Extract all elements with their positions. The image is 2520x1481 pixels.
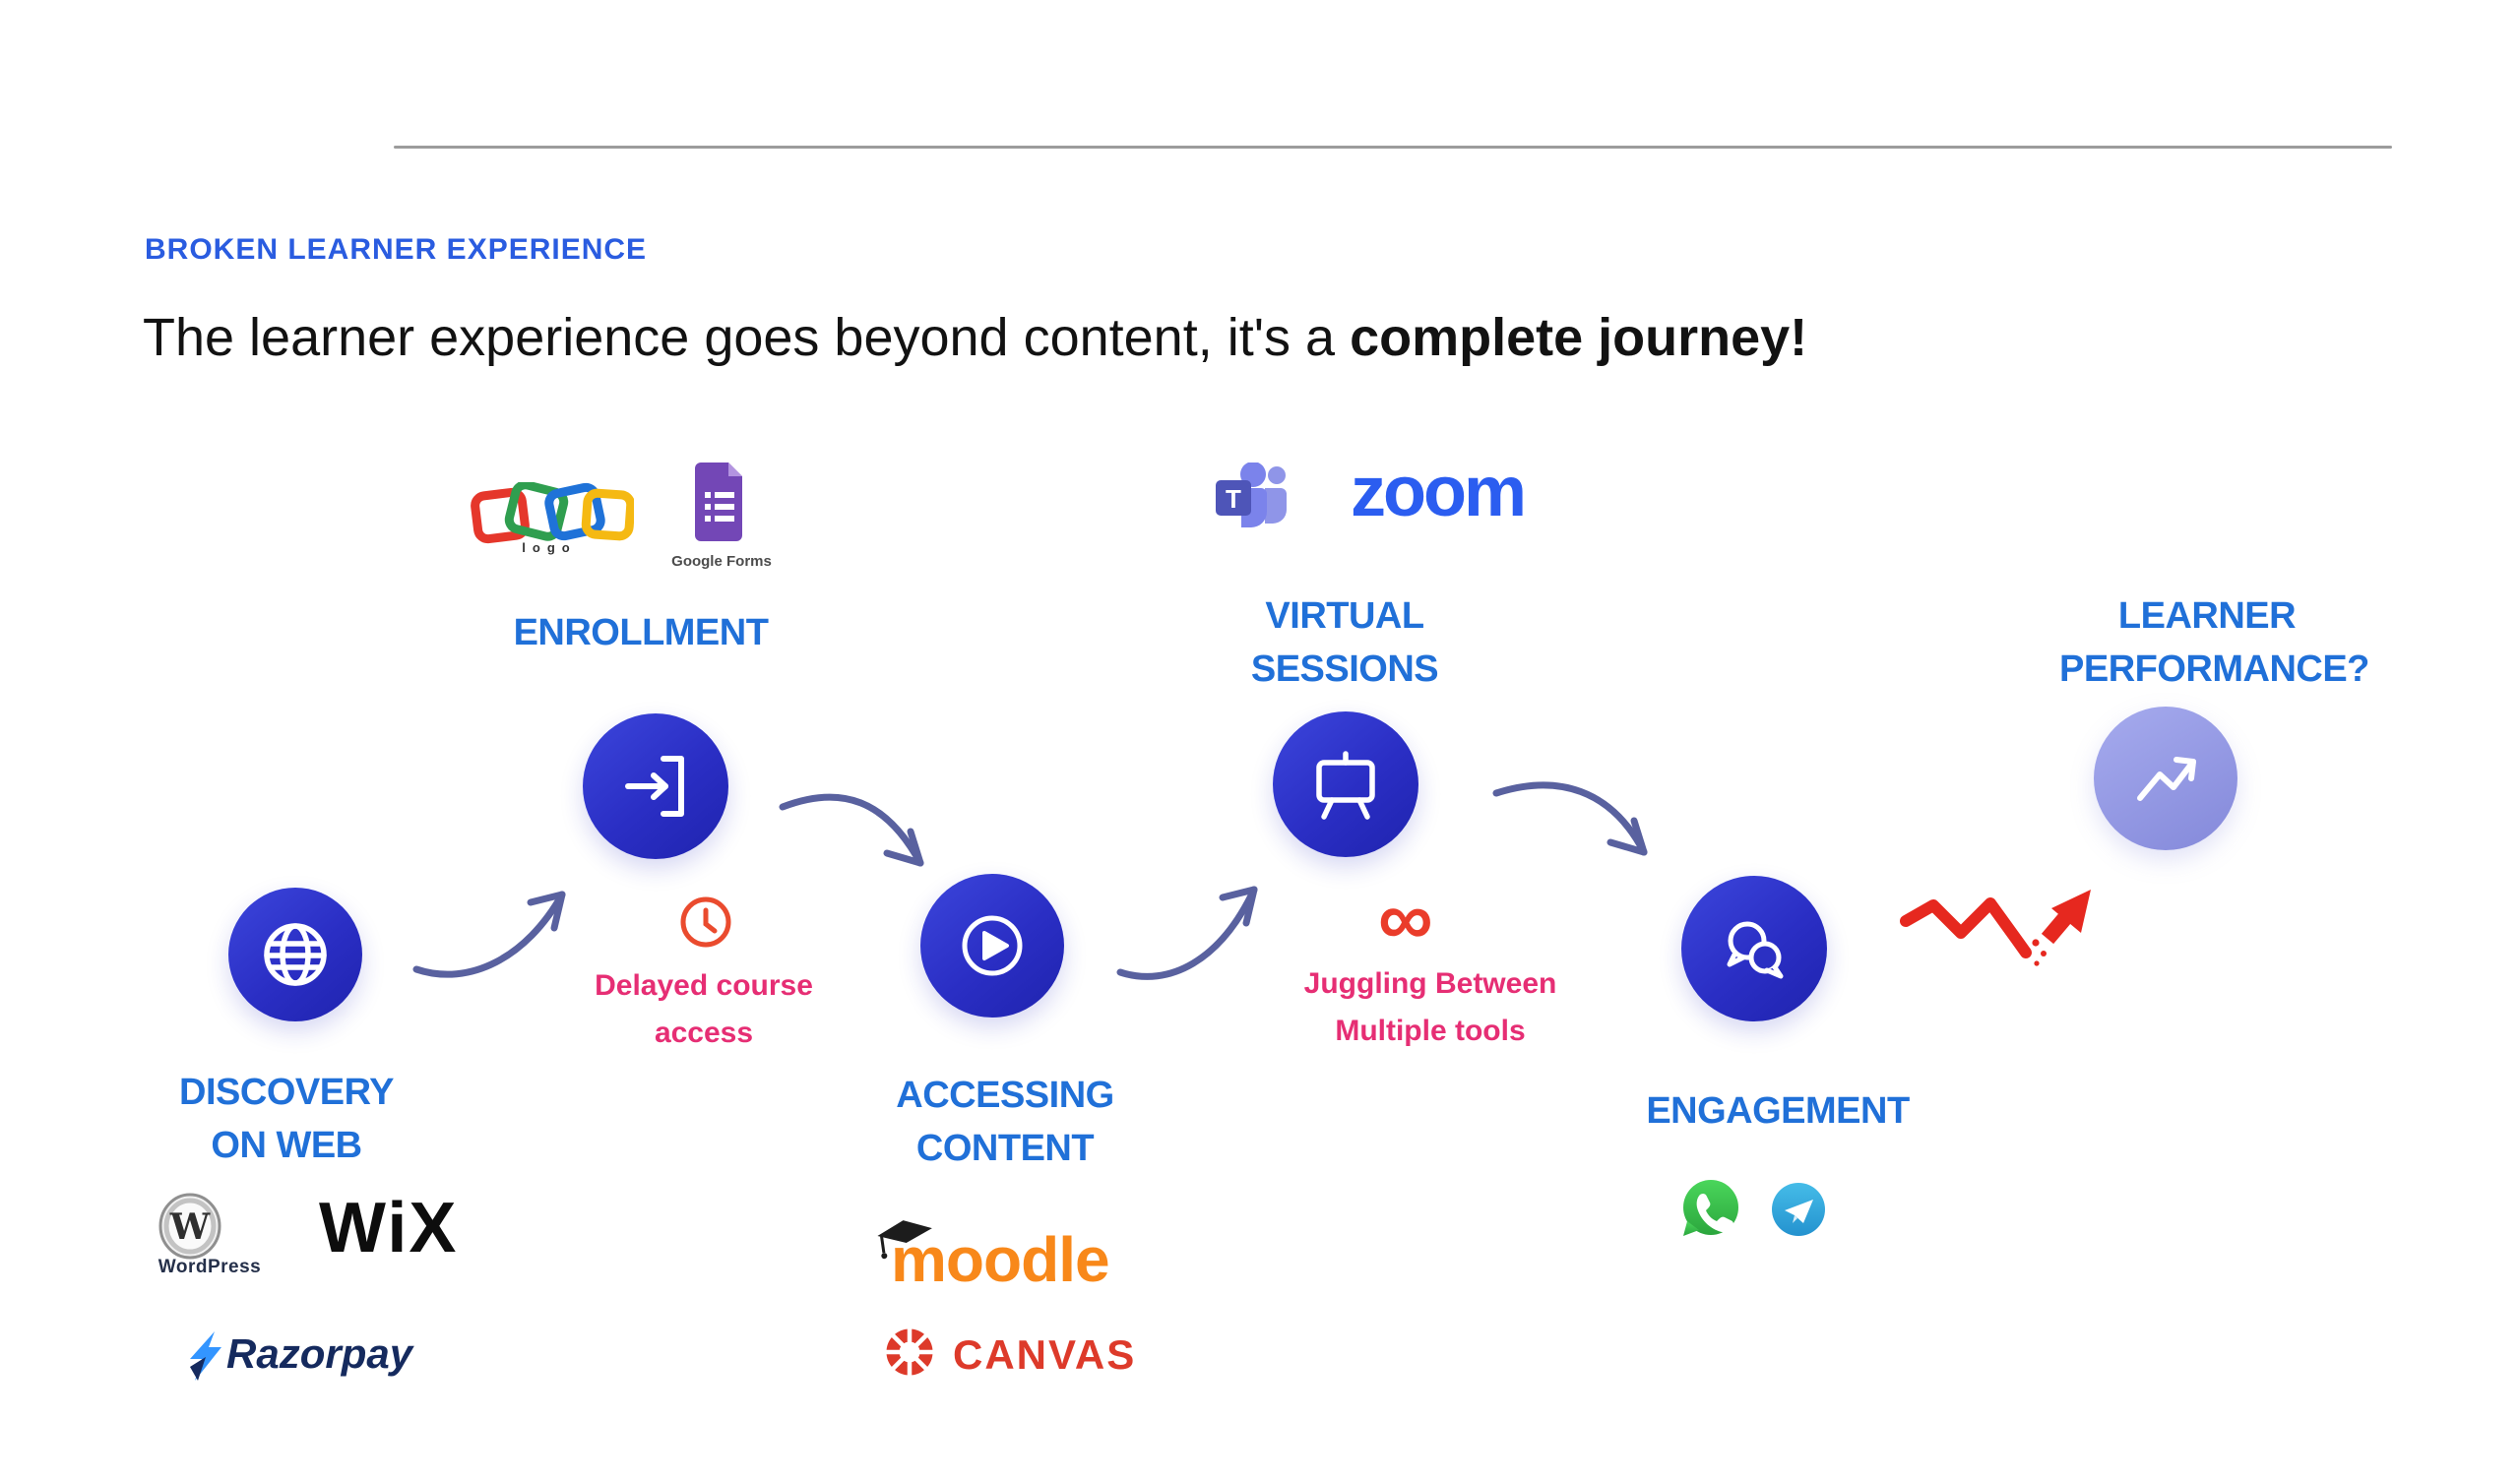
- pain-juggling-line1: Juggling Between: [1303, 967, 1557, 1000]
- infinity-icon: ∞: [1378, 875, 1433, 961]
- pain-juggling-line2: Multiple tools: [1335, 1015, 1526, 1047]
- stage-label-accessing: ACCESSING CONTENT: [857, 1069, 1153, 1175]
- stage-label-accessing-line1: ACCESSING: [896, 1075, 1114, 1116]
- wordpress-icon: W: [158, 1193, 221, 1260]
- presentation-board-icon: [1316, 751, 1375, 820]
- pain-delayed-line1: Delayed course: [595, 969, 813, 1002]
- top-divider-line: [394, 146, 2392, 149]
- canvas-icon: [882, 1325, 937, 1380]
- stage-label-performance-line2: PERFORMANCE?: [2059, 648, 2369, 690]
- stage-label-engagement: ENGAGEMENT: [1630, 1084, 1925, 1138]
- stage-label-discovery-line2: ON WEB: [211, 1125, 362, 1166]
- chat-bubbles-icon: [1727, 921, 1784, 979]
- stage-label-discovery: DISCOVERY ON WEB: [139, 1066, 434, 1172]
- wordpress-caption: WordPress: [158, 1257, 262, 1277]
- microsoft-teams-icon: T: [1216, 463, 1287, 527]
- stage-label-accessing-line2: CONTENT: [915, 1128, 1095, 1169]
- google-forms-icon: [695, 463, 742, 541]
- moodle-graduation-cap-icon: [877, 1220, 932, 1260]
- canvas-logo: CANVAS: [953, 1331, 1137, 1378]
- wix-logo: WiX: [319, 1189, 459, 1267]
- node-engagement: [1681, 876, 1827, 1021]
- zoom-logo: zoom: [1351, 453, 1527, 531]
- arrow-accessing-to-virtual: [1116, 886, 1258, 980]
- page-title: The learner experience goes beyond conte…: [143, 307, 1807, 368]
- pain-point-juggling-tools: Juggling Between Multiple tools: [1278, 960, 1583, 1055]
- teams-letter: T: [1226, 484, 1241, 514]
- stage-label-virtual-line2: SESSIONS: [1250, 648, 1439, 690]
- trend-up-icon: [2137, 757, 2196, 801]
- broken-trend-arrow-icon: [1900, 890, 2091, 966]
- node-accessing-content: [920, 874, 1064, 1018]
- moodle-logo: moodle: [891, 1224, 1110, 1295]
- stage-label-learner-performance: LEARNER PERFORMANCE?: [2059, 589, 2369, 696]
- telegram-icon: [1772, 1183, 1825, 1236]
- stage-label-virtual-sessions: VIRTUAL SESSIONS: [1197, 589, 1492, 696]
- section-eyebrow: BROKEN LEARNER EXPERIENCE: [145, 233, 648, 266]
- pain-delayed-line2: access: [654, 1017, 754, 1049]
- stage-label-engagement-line1: ENGAGEMENT: [1646, 1090, 1910, 1132]
- stage-label-enrollment-line1: ENROLLMENT: [513, 612, 769, 653]
- arrow-virtual-to-engagement: [1492, 781, 1648, 856]
- razorpay-icon: [190, 1331, 221, 1381]
- razorpay-logo: Razorpay: [226, 1330, 413, 1377]
- google-apps-caption: logo: [522, 540, 577, 555]
- node-enrollment: [583, 713, 728, 859]
- node-virtual-sessions: [1273, 711, 1418, 857]
- stage-label-enrollment: ENROLLMENT: [493, 606, 788, 659]
- google-apps-logo: [471, 482, 634, 544]
- page-title-regular: The learner experience goes beyond conte…: [143, 308, 1351, 367]
- arrow-discovery-to-enrollment: [412, 891, 566, 978]
- google-forms-caption: Google Forms: [671, 553, 772, 570]
- wordpress-letter: W: [169, 1206, 211, 1248]
- whatsapp-icon: [1683, 1180, 1738, 1236]
- stage-label-discovery-line1: DISCOVERY: [179, 1072, 394, 1113]
- arrow-enrollment-to-accessing: [779, 793, 924, 867]
- stage-label-performance-line1: LEARNER: [2117, 595, 2297, 637]
- page-title-bold: complete journey!: [1350, 308, 1808, 367]
- pain-point-delayed-access: Delayed course access: [556, 962, 851, 1057]
- node-learner-performance: [2094, 707, 2237, 850]
- node-discovery: [228, 888, 362, 1021]
- globe-icon: [264, 923, 327, 986]
- stage-label-virtual-line1: VIRTUAL: [1265, 595, 1424, 637]
- login-icon: [625, 756, 684, 817]
- play-icon: [962, 915, 1023, 976]
- clock-icon: [680, 896, 731, 948]
